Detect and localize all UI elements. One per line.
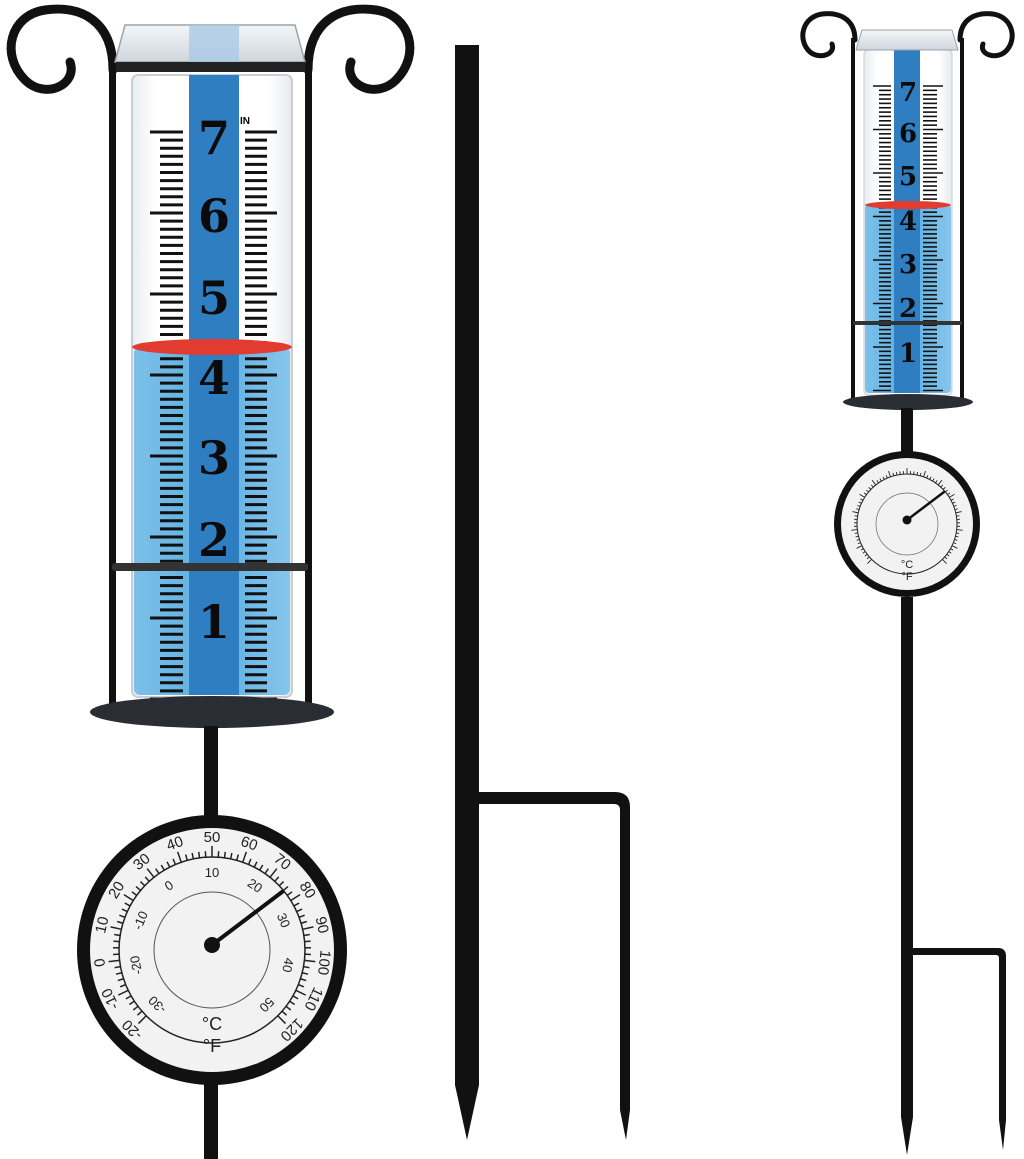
svg-text:90: 90: [312, 915, 332, 935]
thermometer-needle: [210, 890, 284, 947]
scale-number-7: 7: [198, 111, 230, 165]
svg-text:50: 50: [204, 829, 221, 846]
base-plate: [90, 696, 334, 728]
left-hook-icon: [6, 4, 118, 94]
svg-text:-10: -10: [130, 909, 151, 932]
svg-text:40: 40: [164, 833, 185, 855]
svg-text:30: 30: [130, 850, 154, 874]
scale-number-6: 6: [198, 189, 230, 243]
frame-crossbar: [112, 563, 308, 571]
svg-text:60: 60: [238, 833, 259, 855]
scale-number-3: 3: [198, 431, 230, 485]
svg-text:40: 40: [279, 957, 297, 974]
water-level-marker: [132, 339, 292, 355]
small-left-hook-icon: [800, 11, 858, 59]
svg-text:70: 70: [270, 850, 294, 874]
frame-rod-left: [109, 65, 116, 705]
svg-text:10: 10: [92, 915, 112, 935]
scale-ticks: [150, 130, 277, 701]
svg-text:20: 20: [105, 879, 128, 902]
unit-label: IN: [240, 116, 250, 127]
scale-number-1: 1: [198, 595, 230, 649]
small-scale-number-3: 3: [899, 250, 917, 280]
fahrenheit-label: °F: [203, 1036, 221, 1056]
svg-text:80: 80: [296, 879, 319, 902]
frame-rod-right: [305, 65, 312, 705]
small-scale-number-1: 1: [899, 339, 917, 369]
large-rain-gauge: 7 IN 6 5 4 3 2 1: [6, 4, 415, 1159]
svg-text:100: 100: [314, 949, 334, 976]
scale-number-5: 5: [198, 271, 230, 325]
small-scale-number-5: 5: [899, 162, 917, 192]
small-rain-gauge: 7 6 5 4 3 2 1 °C °F: [800, 11, 1015, 1155]
svg-text:-20: -20: [127, 954, 145, 975]
ground-stake: [455, 45, 630, 1140]
svg-text:30: 30: [274, 911, 293, 930]
small-scale-number-7: 7: [899, 78, 917, 108]
small-celsius-label: °C: [901, 559, 913, 571]
small-scale-number-2: 2: [899, 294, 917, 324]
small-water-level-marker: [865, 201, 951, 209]
small-fahrenheit-label: °F: [901, 571, 912, 583]
needle-hub: [204, 937, 220, 953]
right-hook-icon: [303, 4, 415, 94]
svg-text:0: 0: [91, 957, 109, 967]
scale-number-4: 4: [198, 351, 230, 405]
small-scale-number-4: 4: [899, 207, 917, 237]
svg-text:20: 20: [245, 875, 265, 896]
celsius-label: °C: [202, 1014, 222, 1034]
small-right-hook-icon: [957, 11, 1015, 59]
svg-text:10: 10: [205, 865, 219, 880]
small-scale-number-6: 6: [899, 119, 917, 149]
scale-band: [189, 75, 239, 695]
scale-number-2: 2: [198, 513, 230, 567]
